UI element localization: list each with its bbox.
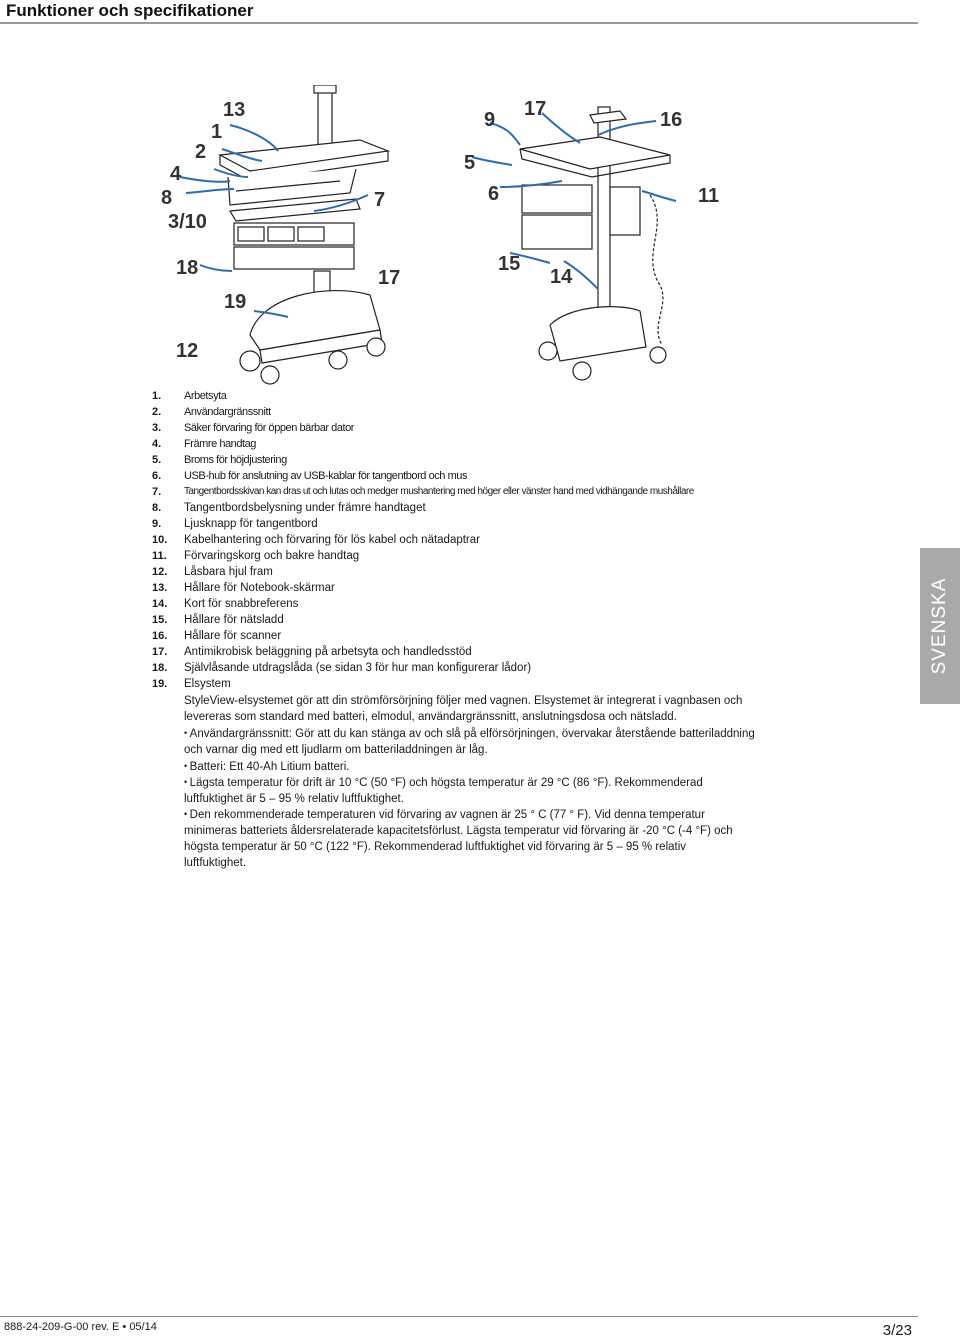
item-number: 3. <box>152 422 162 434</box>
list-item: 11. Förvaringskorg och bakre handtag <box>152 548 852 564</box>
item-text: Hållare för Notebook-skärmar <box>184 582 335 594</box>
item-text: Kort för snabbreferens <box>184 598 299 610</box>
item-number: 9. <box>152 518 162 530</box>
item-number: 18. <box>152 662 168 674</box>
callout-17-left: 17 <box>378 267 401 289</box>
list-item: 2. Användargränssnitt <box>152 404 852 420</box>
list-item: 5. Broms för höjdjustering <box>152 452 852 468</box>
item-text: Hållare för scanner <box>184 630 282 642</box>
callout-17-right: 17 <box>524 98 547 120</box>
item-text: Tangentbordsskivan kan dras ut och lutas… <box>184 486 694 497</box>
list-item: 18. Självlåsande utdragslåda (se sidan 3 … <box>152 660 852 676</box>
page-number: 3/23 <box>882 1322 912 1339</box>
page-title: Funktioner och specifikationer <box>6 1 254 20</box>
item-text: USB-hub för anslutning av USB-kablar för… <box>184 470 467 482</box>
list-item: 8. Tangentbordsbelysning under främre han… <box>152 500 852 516</box>
power-bullet-storage-temp: Den rekommenderade temperaturen vid förv… <box>184 806 744 871</box>
item-text: Kabelhantering och förvaring för lös kab… <box>184 534 480 546</box>
callout-18: 18 <box>176 257 199 279</box>
item-text: Ljusknapp för tangentbord <box>184 518 318 530</box>
callout-7: 7 <box>374 189 386 211</box>
callout-5: 5 <box>464 152 476 174</box>
callout-3-10: 3/10 <box>168 211 207 233</box>
list-item: 19. Elsystem <box>152 676 852 692</box>
item-number: 11. <box>152 550 167 562</box>
item-number: 17. <box>152 646 168 658</box>
footer-divider <box>0 1316 918 1317</box>
callout-8: 8 <box>161 187 173 209</box>
list-item: 10. Kabelhantering och förvaring för lös … <box>152 532 852 548</box>
rear-cart-drawing <box>519 106 671 381</box>
item-number: 2. <box>152 406 162 418</box>
item-text: Arbetsyta <box>184 390 227 402</box>
item-number: 16. <box>152 630 168 642</box>
power-bullet-battery: Batteri: Ett 40-Ah Litium batteri. <box>184 758 759 775</box>
item-number: 4. <box>152 438 162 450</box>
list-item: 3. Säker förvaring för öppen bärbar dator <box>152 420 852 436</box>
item-text: Förvaringskorg och bakre handtag <box>184 550 360 562</box>
item-text: Främre handtag <box>184 438 256 450</box>
list-item: 16. Hållare för scanner <box>152 628 852 644</box>
item-text: Självlåsande utdragslåda (se sidan 3 för… <box>184 662 532 674</box>
cart-illustration <box>179 85 677 385</box>
item-number: 13. <box>152 582 168 594</box>
callout-4: 4 <box>170 163 182 185</box>
item-text: Antimikrobisk beläggning på arbetsyta oc… <box>184 646 472 658</box>
item-number: 15. <box>152 614 168 626</box>
list-item: 4. Främre handtag <box>152 436 852 452</box>
language-tab-label: SVENSKA <box>929 577 950 675</box>
item-number: 14. <box>152 598 168 610</box>
feature-list: 1. Arbetsyta 2. Användargränssnitt 3. Säker… <box>152 388 852 692</box>
item-number: 1. <box>152 390 162 402</box>
power-bullet-operating-temp: Lägsta temperatur för drift är 10 °C (50… <box>184 774 759 807</box>
power-bullet-ui: Användargränssnitt: Gör att du kan stäng… <box>184 725 759 758</box>
callout-2: 2 <box>195 141 207 163</box>
item-text: Tangentbordsbelysning under främre handt… <box>184 502 426 514</box>
item-number: 6. <box>152 470 162 482</box>
callout-11: 11 <box>698 185 720 207</box>
callout-12: 12 <box>176 340 199 362</box>
item-text: Användargränssnitt <box>184 406 271 418</box>
power-intro: StyleView-elsystemet gör att din strömfö… <box>184 695 743 723</box>
item-number: 5. <box>152 454 162 466</box>
list-item: 12. Låsbara hjul fram <box>152 564 852 580</box>
callout-16: 16 <box>660 109 683 131</box>
item-text: Hållare för nätsladd <box>184 614 284 626</box>
front-cart-drawing <box>217 85 391 385</box>
item-number: 8. <box>152 502 162 514</box>
callout-19: 19 <box>224 291 247 313</box>
language-tab: SVENSKA <box>920 548 960 704</box>
callout-1: 1 <box>211 121 223 143</box>
list-item: 9. Ljusknapp för tangentbord <box>152 516 852 532</box>
list-item: 6. USB-hub för anslutning av USB-kablar f… <box>152 468 852 484</box>
list-item: 15. Hållare för nätsladd <box>152 612 852 628</box>
callout-6: 6 <box>488 183 500 205</box>
list-item: 14. Kort för snabbreferens <box>152 596 852 612</box>
item-number: 7. <box>152 486 162 498</box>
item-number: 12. <box>152 566 168 578</box>
list-item: 13. Hållare för Notebook-skärmar <box>152 580 852 596</box>
item-number: 19. <box>152 678 168 690</box>
item-text: Broms för höjdjustering <box>184 454 287 466</box>
callout-15: 15 <box>498 253 521 275</box>
item-text: Elsystem <box>184 678 231 690</box>
header-divider <box>0 22 918 24</box>
callout-13: 13 <box>223 99 246 121</box>
list-item: 7. Tangentbordsskivan kan dras ut och lut… <box>152 484 852 500</box>
list-item: 1. Arbetsyta <box>152 388 852 404</box>
list-item: 17. Antimikrobisk beläggning på arbetsyta… <box>152 644 852 660</box>
callout-9: 9 <box>484 109 496 131</box>
item-text: Säker förvaring för öppen bärbar dator <box>184 422 355 434</box>
item-number: 10. <box>152 534 168 546</box>
callout-14: 14 <box>550 266 573 288</box>
document-id: 888-24-209-G-00 rev. E • 05/14 <box>4 1321 157 1333</box>
item-text: Låsbara hjul fram <box>184 566 273 578</box>
